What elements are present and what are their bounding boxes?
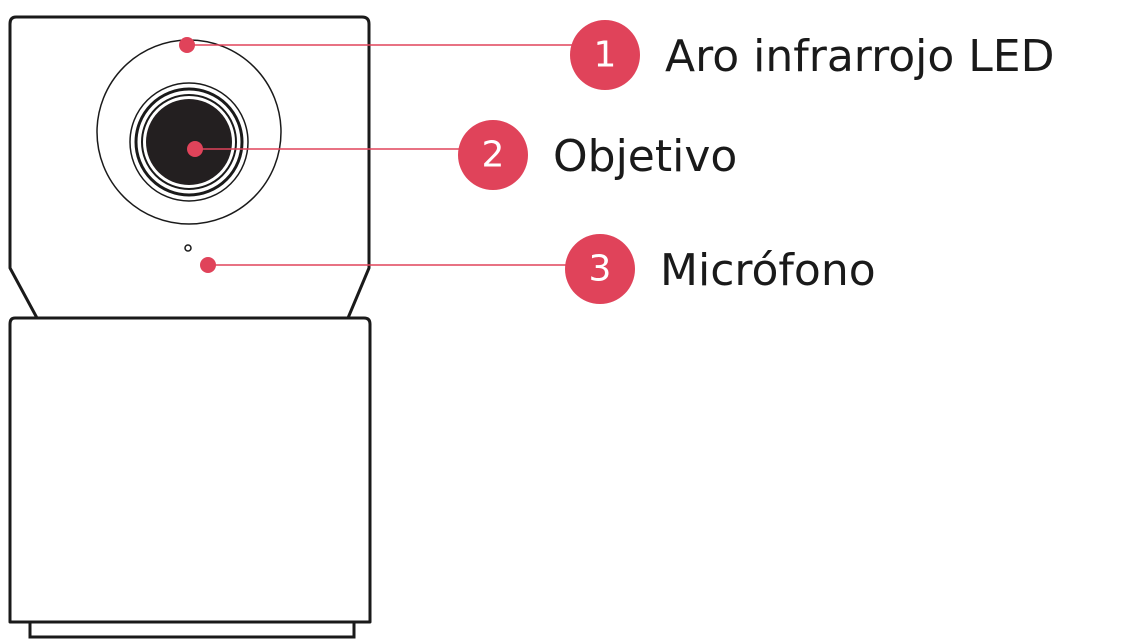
- callout-label: Objetivo: [553, 131, 737, 182]
- callout-3: 3 Micrófono: [200, 234, 876, 304]
- callout-label: Aro infrarrojo LED: [665, 31, 1054, 82]
- leader-dot: [187, 141, 203, 157]
- lens-glass: [146, 99, 232, 185]
- number-badge-text: 2: [482, 135, 505, 176]
- number-badge: [458, 120, 528, 190]
- microphone-hole: [184, 244, 192, 252]
- number-badge-text: 3: [589, 249, 612, 290]
- callout-1: 1 Aro infrarrojo LED: [179, 20, 1054, 90]
- camera-base-foot: [28, 620, 356, 639]
- callout-2: 2 Objetivo: [187, 120, 737, 190]
- lens-outer-ring: [129, 82, 249, 202]
- leader-dot: [200, 257, 216, 273]
- callout-label: Micrófono: [660, 245, 876, 296]
- number-badge-text: 1: [594, 35, 617, 76]
- lens-bezel: [134, 87, 244, 197]
- camera-base: [8, 316, 372, 624]
- number-badge: [570, 20, 640, 90]
- number-badge: [565, 234, 635, 304]
- leader-dot: [179, 37, 195, 53]
